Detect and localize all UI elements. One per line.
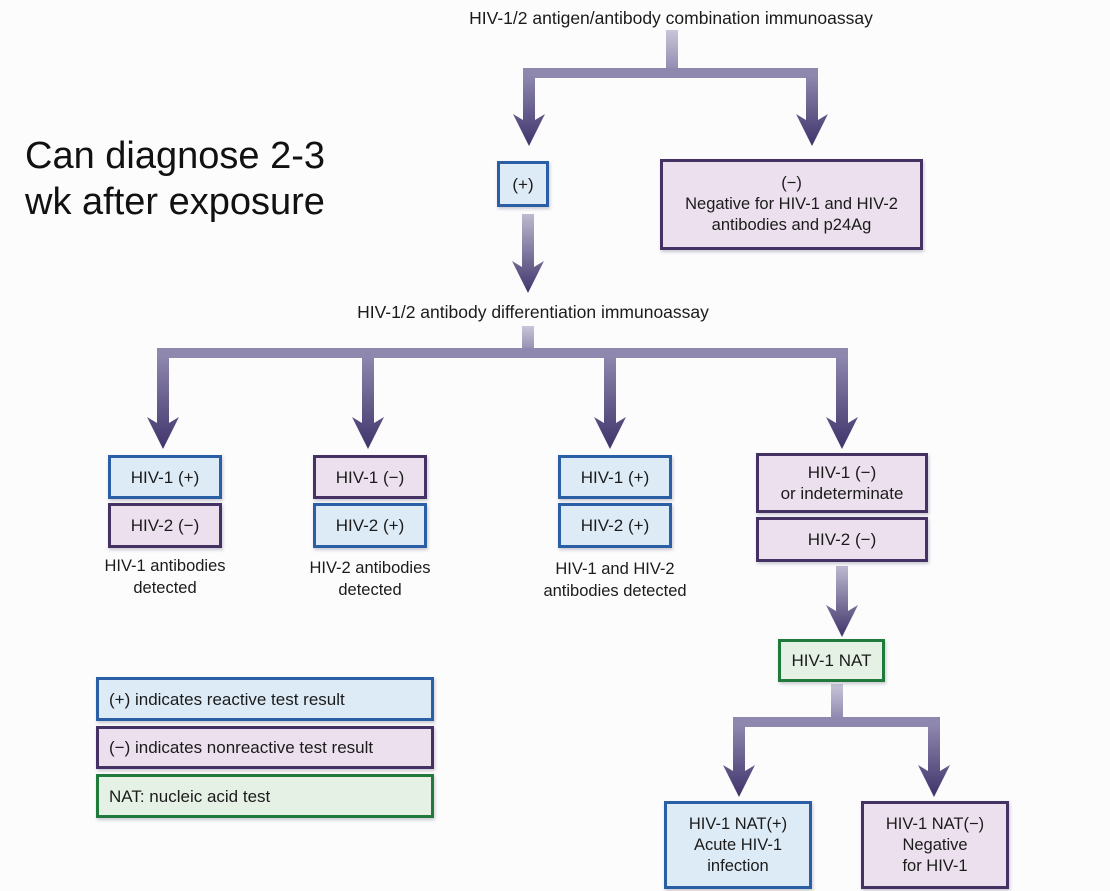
col3-hiv1-box: HIV-1 (+) [558,455,672,499]
legend-nat-text: NAT: nucleic acid test [109,786,271,806]
col2-hiv2-label: HIV-2 (+) [335,516,405,535]
col2-caption: HIV-2 antibodies detected [290,557,450,601]
arrow-down-icon [147,356,179,449]
col2-caption-line-1: HIV-2 antibodies [309,559,431,577]
arrow-down-icon [352,356,384,449]
nat-negative-line-1: HIV-1 NAT(−) [885,814,985,833]
combo-immunoassay-title: HIV-1/2 antigen/antibody combination imm… [469,8,873,28]
col4-hiv2-box: HIV-2 (−) [756,517,928,562]
stem-differentiation [522,326,534,352]
combo-negative-line-1: (−) [781,174,802,192]
stem-nat [831,684,843,719]
branch-bar-top [523,68,818,78]
legend-reactive: (+) indicates reactive test result [96,677,434,721]
col3-hiv2-label: HIV-2 (+) [580,516,650,535]
col2-hiv1-label: HIV-1 (−) [335,467,405,487]
arrow-down-icon [723,725,755,797]
nat-positive-box: HIV-1 NAT(+) Acute HIV-1 infection [664,801,812,889]
nat-negative-line-3: for HIV-1 [902,856,968,875]
annotation-line-2: wk after exposure [25,181,325,223]
legend-nonreactive: (−) indicates nonreactive test result [96,726,434,769]
arrow-down-icon [796,76,828,146]
col3-hiv2-box: HIV-2 (+) [558,503,672,548]
col4-hiv1-box: HIV-1 (−) or indeterminate [756,453,928,513]
col1-caption-line-2: detected [133,579,197,597]
differentiation-immunoassay-title: HIV-1/2 antibody differentiation immunoa… [357,302,709,322]
col4-hiv2-label: HIV-2 (−) [807,530,877,549]
col1-hiv2-label: HIV-2 (−) [130,516,200,535]
legend-nonreactive-text: (−) indicates nonreactive test result [109,738,374,757]
col3-hiv1-label: HIV-1 (+) [580,467,650,487]
combo-positive-label: (+) [512,174,534,194]
branch-bar-differentiation [157,348,848,358]
combo-positive-box: (+) [497,161,549,207]
combo-negative-line-2: Negative for HIV-1 and HIV-2 [685,195,898,213]
col4-hiv1-label: HIV-1 (−) [807,463,877,482]
col3-caption-line-2: antibodies detected [543,582,687,600]
arrow-down-icon [594,356,626,449]
stem-top [666,30,678,72]
hiv1-nat-box: HIV-1 NAT [778,639,885,682]
legend-nat: NAT: nucleic acid test [96,774,434,818]
col4-hiv1-label-2: or indeterminate [780,484,904,503]
col1-hiv1-box: HIV-1 (+) [108,455,222,499]
arrow-down-icon [826,356,858,449]
hiv1-nat-label: HIV-1 NAT [791,651,872,670]
legend-reactive-text: (+) indicates reactive test result [109,689,345,709]
branch-bar-nat [733,717,940,727]
nat-positive-line-1: HIV-1 NAT(+) [688,814,788,833]
combo-negative-box: (−) Negative for HIV-1 and HIV-2 antibod… [660,159,923,250]
arrow-down-icon [826,566,858,637]
diagnosis-window-annotation: Can diagnose 2-3 wk after exposure [25,133,325,225]
col3-caption-line-1: HIV-1 and HIV-2 [555,560,675,578]
arrow-down-icon [918,725,950,797]
col3-caption: HIV-1 and HIV-2 antibodies detected [515,558,715,602]
col1-caption-line-1: HIV-1 antibodies [104,557,226,575]
col1-caption: HIV-1 antibodies detected [85,555,245,599]
nat-negative-box: HIV-1 NAT(−) Negative for HIV-1 [861,801,1009,889]
col1-hiv1-label: HIV-1 (+) [130,467,200,487]
nat-positive-line-3: infection [707,856,769,875]
combo-negative-line-3: antibodies and p24Ag [711,216,872,234]
col2-caption-line-2: detected [338,581,402,599]
col2-hiv2-box: HIV-2 (+) [313,503,427,548]
col2-hiv1-box: HIV-1 (−) [313,455,427,499]
col1-hiv2-box: HIV-2 (−) [108,503,222,548]
nat-negative-line-2: Negative [902,835,968,854]
annotation-line-1: Can diagnose 2-3 [25,135,325,177]
arrow-down-icon [513,76,545,146]
nat-positive-line-2: Acute HIV-1 [693,835,783,854]
arrow-down-icon [512,214,544,293]
